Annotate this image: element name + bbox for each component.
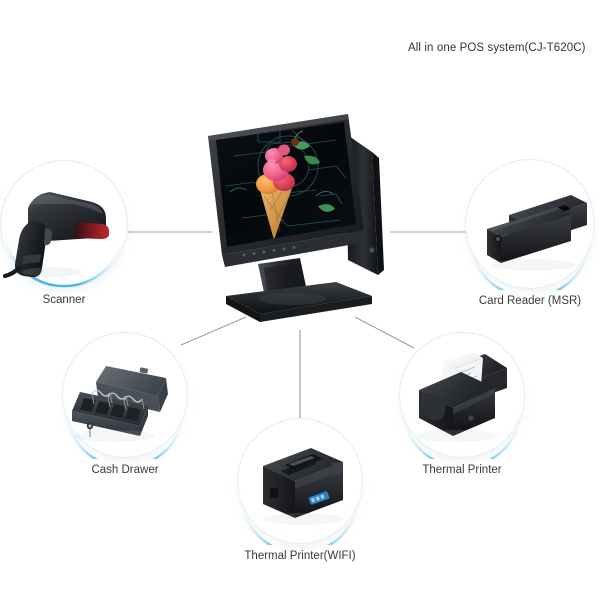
node-thermal-printer-wifi[interactable]: Thermal Printer(WIFI): [237, 418, 363, 562]
node-scanner[interactable]: Scanner: [0, 160, 128, 306]
printer-wifi-label: Thermal Printer(WIFI): [244, 550, 356, 562]
card-reader-label: Card Reader (MSR): [478, 295, 582, 307]
barcode-scanner-icon: [2, 192, 109, 279]
scanner-label: Scanner: [42, 294, 86, 306]
receipt-printer-icon: [417, 352, 507, 442]
node-card-reader[interactable]: Card Reader (MSR): [465, 159, 595, 307]
node-cash-drawer[interactable]: Cash Drawer: [62, 332, 188, 476]
connector-pos-terminal-to-cash-drawer: [180, 316, 247, 346]
receipt-printer-wifi-icon: [263, 448, 343, 525]
magnetic-card-reader-icon: [487, 195, 587, 271]
cash-drawer-icon: [72, 366, 168, 442]
page-title: All in one POS system(CJ-T620C): [408, 42, 586, 54]
pos-terminal[interactable]: [196, 100, 404, 325]
pos-screen-artwork: [225, 129, 347, 240]
cash-drawer-label: Cash Drawer: [91, 464, 159, 476]
node-thermal-printer[interactable]: Thermal Printer: [399, 332, 525, 476]
connector-pos-terminal-to-thermal-printer: [354, 316, 415, 349]
pos-terminal-illustration: [208, 114, 384, 322]
printer-label: Thermal Printer: [422, 464, 502, 476]
